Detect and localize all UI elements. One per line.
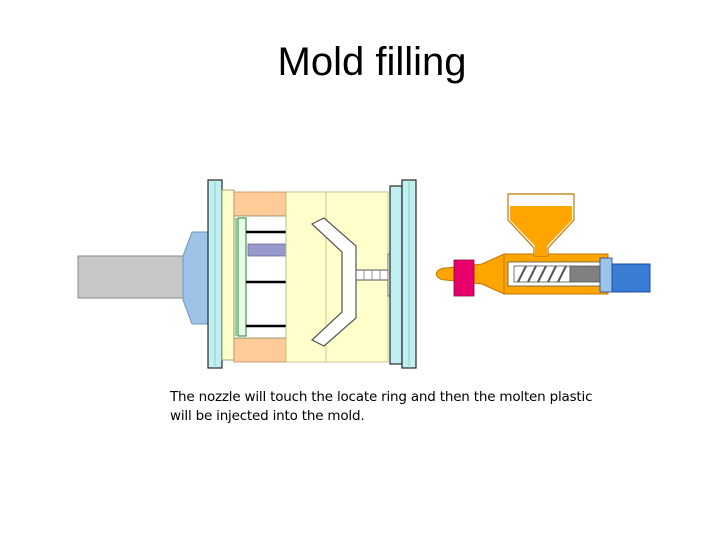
slide-title: Mold filling <box>277 40 467 84</box>
mold-cavity <box>310 217 357 347</box>
sprue <box>355 269 393 281</box>
heater-band <box>453 259 475 297</box>
hopper-icon <box>507 193 575 257</box>
stationary-platen <box>389 185 403 365</box>
ejector-plate <box>247 243 287 257</box>
caption-line-2: will be injected into the mold. <box>170 408 365 424</box>
screw-icon <box>513 265 601 283</box>
hydraulic-motor <box>611 263 651 293</box>
clamp-ram <box>77 255 189 299</box>
diagram-caption: The nozzle will touch the locate ring an… <box>170 388 630 426</box>
support-block-top <box>233 191 287 217</box>
clamp-head <box>182 231 209 325</box>
support-block-bottom <box>233 337 287 363</box>
ejector-retainer-plate <box>237 217 247 337</box>
caption-line-1: The nozzle will touch the locate ring an… <box>170 389 593 405</box>
moving-clamp-plate <box>221 189 235 361</box>
drive-connector <box>599 257 613 293</box>
